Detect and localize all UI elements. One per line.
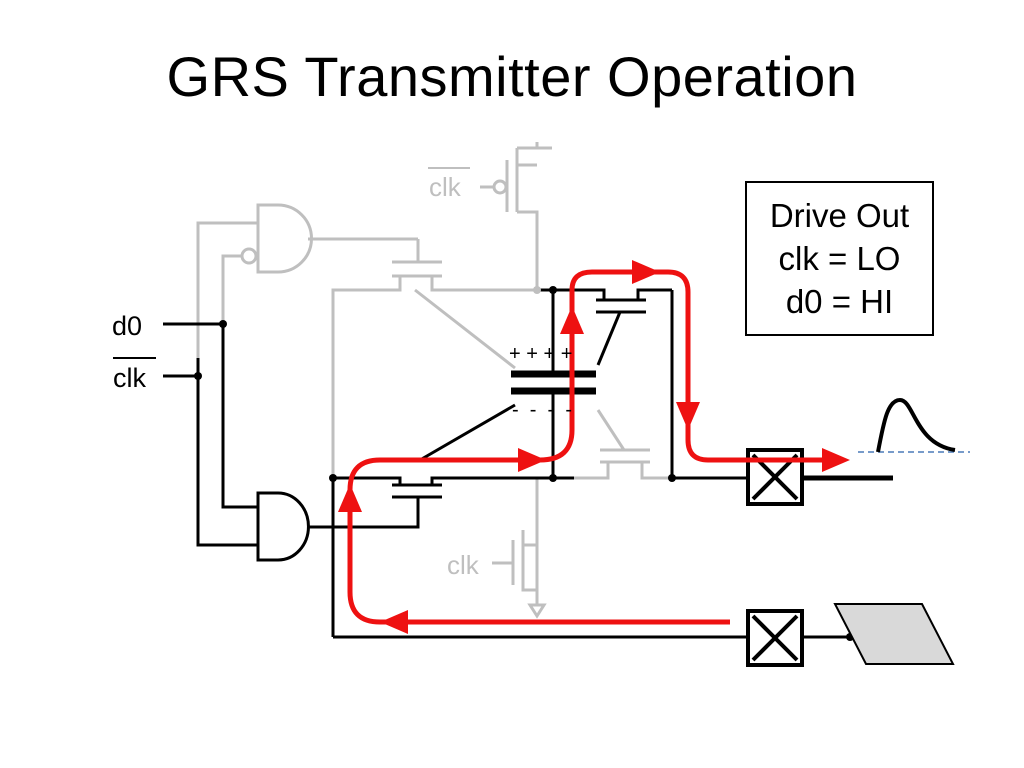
junction-dots [194, 286, 854, 641]
arrow-up-capacitor [560, 306, 584, 334]
arrow-down-right [676, 402, 700, 430]
and-gate [256, 491, 310, 562]
current-path [347, 269, 842, 625]
arrow-left-bottom [380, 610, 408, 634]
output-pulse-waveform [876, 397, 956, 453]
d0-label: d0 [112, 311, 142, 341]
clk-bar-label-top: clk [429, 172, 462, 202]
current-path-top [569, 269, 842, 463]
ground-symbol [527, 603, 547, 619]
clk-bar-label-left: clk [113, 363, 146, 393]
arrow-right-output [822, 448, 850, 472]
nand-input-bubble [240, 247, 258, 265]
active-wiring [163, 288, 893, 639]
output-pad-bottom [746, 609, 804, 667]
state-box-line-3: d0 = HI [785, 283, 894, 320]
nand-gate [256, 203, 313, 274]
capacitor-minus-signs: - - - - [512, 399, 572, 421]
inactive-circuitry [196, 142, 672, 619]
arrow-right-top [632, 260, 660, 284]
slide-title: GRS Transmitter Operation [166, 45, 858, 108]
clk-label-bottom: clk [447, 550, 480, 580]
arrow-up-left [338, 484, 362, 512]
capacitor-plus-signs: + + + + [509, 343, 572, 365]
current-path-bottom [347, 330, 730, 625]
arrow-right-mid [518, 448, 546, 472]
ground-plane-symbol [833, 603, 955, 665]
state-box-line-1: Drive Out [769, 197, 910, 234]
drive-state-box: Drive Out clk = LO d0 = HI [745, 181, 934, 336]
state-box-line-2: clk = LO [778, 240, 901, 277]
pmos-top-bubble [492, 179, 508, 195]
current-arrowheads [338, 260, 850, 634]
